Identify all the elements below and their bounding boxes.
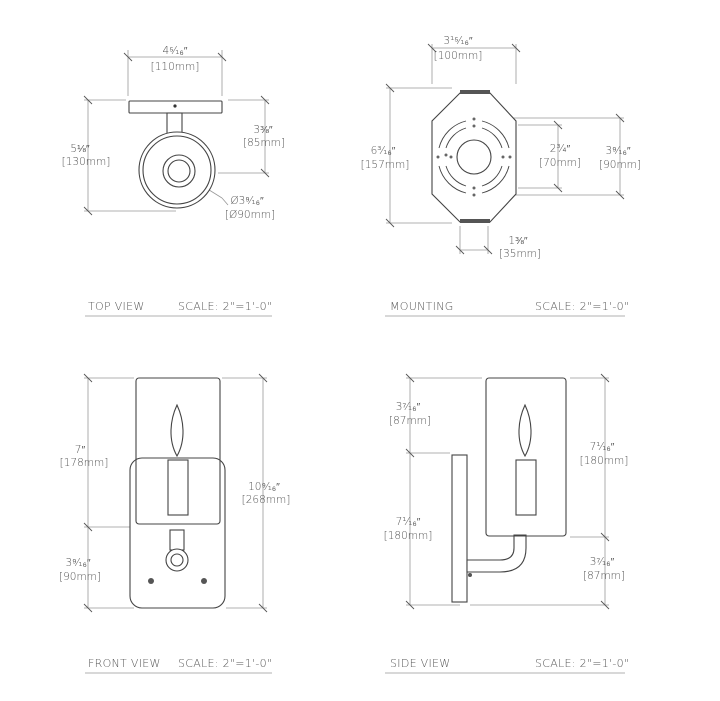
- fixture-front: [129, 377, 226, 609]
- dim-left-mm: [180mm]: [384, 530, 433, 542]
- dimension-tick: [83, 522, 93, 532]
- dimension-lines: [386, 44, 624, 254]
- dim-upper-mm: [178mm]: [60, 457, 109, 469]
- front-view: 7″ [178mm] 3⁹⁄₁₆″ [90mm] 10⁹⁄₁₆″ [268mm]…: [59, 377, 291, 674]
- dim-diameter-mm: [Ø90mm]: [225, 209, 275, 221]
- dimension-tick: [600, 373, 610, 383]
- dim-upper-in: 7″: [75, 444, 86, 456]
- mounting-plate: [431, 90, 517, 223]
- dim-tab-mm: [35mm]: [499, 248, 541, 260]
- dimension-tick: [600, 532, 610, 542]
- dimension-tick: [427, 43, 437, 53]
- dimension-ticks: [83, 43, 625, 613]
- caption-mounting: MOUNTING: [390, 300, 454, 313]
- dim-inner-mm: [70mm]: [539, 157, 581, 169]
- scale-top-view: SCALE: 2"=1'-0": [178, 300, 272, 313]
- dim-width-in: 4⁵⁄₁₆″: [163, 45, 188, 57]
- top-view: 4⁵⁄₁₆″ [110mm] 5⅛″ [130mm] 3⅜″ [85mm] Ø3…: [62, 45, 285, 317]
- fixture-side: [451, 377, 567, 603]
- dimension-tick: [260, 168, 270, 178]
- dim-lower-in: 3⁹⁄₁₆″: [65, 557, 90, 569]
- dim-width-mm: [100mm]: [434, 50, 483, 62]
- dimension-tick: [405, 600, 415, 610]
- dimension-tick: [83, 95, 93, 105]
- dim-height-in: 6³⁄₁₆″: [371, 145, 396, 157]
- scale-side-view: SCALE: 2"=1'-0": [535, 657, 629, 670]
- dim-outer-in: 3⁹⁄₁₆″: [605, 145, 630, 157]
- dim-diameter-in: Ø3⁹⁄₁₆″: [230, 195, 264, 207]
- dim-width-in: 3¹⁵⁄₁₆″: [443, 35, 472, 47]
- scale-front-view: SCALE: 2"=1'-0": [178, 657, 272, 670]
- fixture-top: [128, 100, 223, 209]
- dim-top-in: 3⁷⁄₁₆″: [396, 401, 421, 413]
- dimension-tick: [385, 218, 395, 228]
- dim-height-in: 5⅛″: [70, 143, 89, 155]
- dimension-tick: [83, 206, 93, 216]
- mounting-view: 3¹⁵⁄₁₆″ [100mm] 6³⁄₁₆″ [157mm] 2¾″ [70mm…: [361, 35, 641, 317]
- dim-total-mm: [268mm]: [242, 494, 291, 506]
- dim-tab-in: 1⅜″: [508, 235, 527, 247]
- dimension-tick: [83, 603, 93, 613]
- dim-top-mm: [87mm]: [389, 415, 431, 427]
- dimension-lines: [84, 377, 267, 609]
- dim-projection-in: 3⅜″: [253, 124, 272, 136]
- dim-outer-mm: [90mm]: [599, 159, 641, 171]
- dim-bottom-mm: [87mm]: [583, 570, 625, 582]
- dimension-tick: [258, 373, 268, 383]
- dimension-tick: [258, 603, 268, 613]
- dimension-tick: [483, 245, 493, 255]
- side-view: 3⁷⁄₁₆″ [87mm] 7¹⁄₁₆″ [180mm] 7¹⁄₁₆″ [180…: [384, 377, 629, 674]
- dimension-tick: [600, 600, 610, 610]
- dimension-tick: [511, 43, 521, 53]
- dimension-tick: [553, 120, 563, 130]
- dimension-tick: [83, 373, 93, 383]
- dimension-tick: [260, 95, 270, 105]
- dim-lower-mm: [90mm]: [59, 571, 101, 583]
- scale-mounting: SCALE: 2"=1'-0": [535, 300, 629, 313]
- dimension-tick: [123, 52, 133, 62]
- dimension-tick: [615, 190, 625, 200]
- dim-inner-in: 2¾″: [550, 143, 571, 155]
- dim-projection-mm: [85mm]: [243, 137, 285, 149]
- dimension-tick: [405, 448, 415, 458]
- dim-glass-mm: [180mm]: [580, 455, 629, 467]
- dim-height-mm: [130mm]: [62, 156, 111, 168]
- dim-bottom-in: 3⁷⁄₁₆″: [590, 556, 615, 568]
- caption-front-view: FRONT VIEW: [88, 657, 161, 670]
- dim-height-mm: [157mm]: [361, 159, 410, 171]
- dimension-lines: [406, 377, 609, 606]
- dimension-tick: [455, 245, 465, 255]
- dim-glass-in: 7¹⁄₁₆″: [590, 441, 615, 453]
- dimension-tick: [405, 373, 415, 383]
- dim-width-mm: [110mm]: [151, 61, 200, 73]
- dimension-tick: [217, 52, 227, 62]
- caption-side-view: SIDE VIEW: [390, 657, 450, 670]
- dimension-tick: [615, 113, 625, 123]
- dimension-tick: [385, 83, 395, 93]
- dim-left-in: 7¹⁄₁₆″: [396, 516, 421, 528]
- dimension-tick: [553, 183, 563, 193]
- dim-total-in: 10⁹⁄₁₆″: [248, 481, 280, 493]
- caption-top-view: TOP VIEW: [88, 300, 145, 313]
